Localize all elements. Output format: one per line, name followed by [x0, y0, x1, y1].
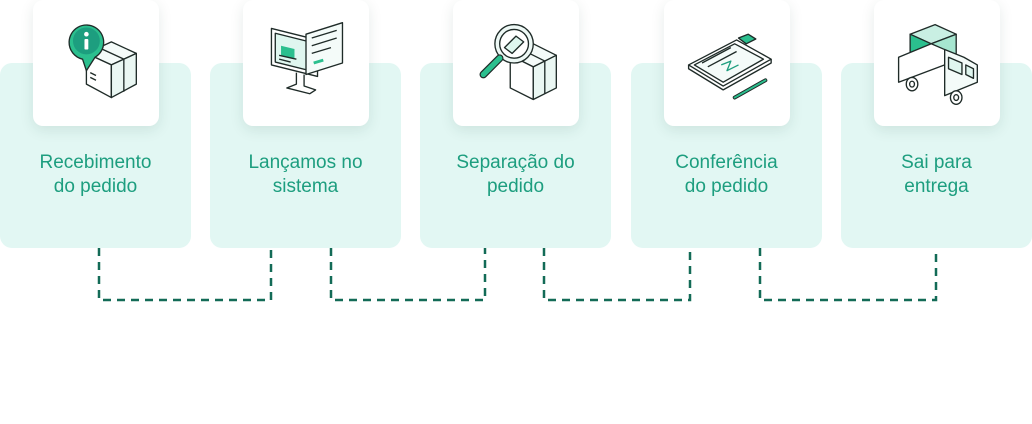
- step-label-line2: do pedido: [53, 176, 138, 197]
- step-label-3: Separação do pedido: [420, 151, 611, 199]
- icon-tile-5: [874, 0, 1000, 126]
- icon-tile-2: [243, 0, 369, 126]
- computer-system-icon: [270, 22, 344, 95]
- step-label-line1: Lançamos no: [248, 152, 363, 173]
- connector-1-2: [97, 248, 273, 302]
- info-package-icon: [68, 24, 137, 99]
- connector-2-3: [329, 248, 487, 302]
- icon-tile-3: [453, 0, 579, 126]
- step-label-5: Sai para entrega: [841, 151, 1032, 199]
- step-label-4: Conferência do pedido: [631, 151, 822, 199]
- step-label-line1: Recebimento: [39, 152, 152, 173]
- step-label-line2: entrega: [904, 176, 969, 197]
- step-label-line1: Separação do: [456, 152, 575, 173]
- step-label-line1: Conferência: [675, 152, 778, 173]
- icon-tile-1: [33, 0, 159, 126]
- step-label-line2: pedido: [486, 176, 545, 197]
- icon-tile-4: [664, 0, 790, 126]
- connector-3-4: [542, 248, 692, 302]
- clipboard-check-icon: [687, 33, 772, 100]
- step-label-line2: sistema: [272, 176, 339, 197]
- step-label-line1: Sai para: [901, 152, 972, 173]
- step-label-1: Recebimento do pedido: [0, 151, 191, 199]
- step-label-line2: do pedido: [684, 176, 769, 197]
- step-label-2: Lançamos no sistema: [210, 151, 401, 199]
- delivery-truck-icon: [897, 23, 978, 105]
- magnifier-box-icon: [479, 23, 557, 101]
- connector-4-5: [758, 248, 938, 302]
